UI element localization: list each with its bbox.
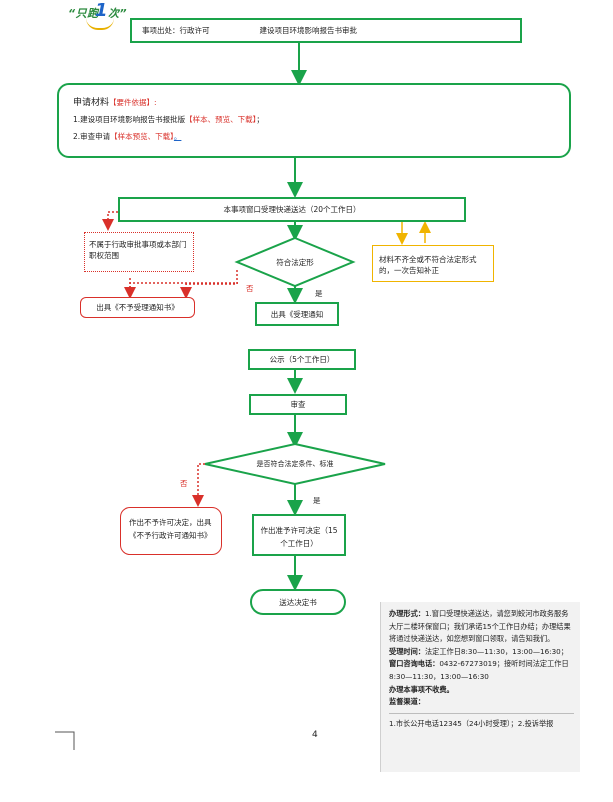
decision-diamond-1 (234, 236, 356, 288)
item-source-box: 事项出处：行政许可 建设项目环境影响报告书审批 (130, 18, 522, 43)
info-panel: 办理形式：1.窗口受理快递送达，请您到蛟河市政务服务大厅二楼环保窗口；我们承诺1… (380, 602, 580, 772)
material-incomplete-node: 材料不齐全或不符合法定形式的，一次告知补正 (372, 245, 494, 282)
handling-form: 办理形式：1.窗口受理快递送达，请您到蛟河市政务服务大厅二楼环保窗口；我们承诺1… (389, 609, 571, 644)
not-in-scope-node: 不属于行政审批事项或本部门职权范围 (84, 232, 194, 272)
logo-swoosh (86, 18, 114, 30)
not-accept-notice-node: 出具《不予受理通知书》 (80, 297, 195, 318)
material-links[interactable]: 【样本预览、下载】 (110, 132, 174, 141)
divider (389, 712, 574, 714)
fee-note: 办理本事项不收费。 (389, 684, 454, 694)
reject-node: 作出不予许可决定，出具《不予行政许可通知书》 (120, 507, 222, 555)
no-label-2: 否 (180, 479, 188, 488)
material-name: 建设项目环境影响报告书报批版 (80, 115, 186, 124)
materials-basis: 【要件依据】: (109, 98, 157, 107)
material-name: 审查申请 (80, 132, 111, 141)
publicity-node: 公示（5个工作日） (248, 349, 356, 370)
materials-heading: 申请材料【要件依据】: (73, 95, 555, 108)
approve-node: 作出准予许可决定（15个工作日） (252, 514, 346, 556)
material-links[interactable]: 【样本、预览、下载】 (185, 115, 257, 124)
materials-box: 申请材料【要件依据】: 1.建设项目环境影响报告书报批版【样本、预览、下载】； … (57, 83, 571, 158)
material-item-2: 2.审查申请【样本预览、下载】。 (73, 132, 182, 141)
supervision-label: 监督渠道： (389, 697, 425, 707)
decision-legal-label: 符合法定形 (276, 257, 314, 267)
consult-phone: 窗口咨询电话：0432-67273019；接听时间法定工作日8:30—11:30… (389, 659, 569, 681)
page-number: 4 (312, 730, 318, 740)
yes-label-1: 是 (315, 289, 323, 298)
end-node: 送达决定书 (250, 589, 346, 615)
yes-label-2: 是 (313, 496, 321, 505)
decision-conditions-label: 是否符合法定条件、标准 (256, 459, 334, 468)
accept-notice-node: 出具《受理通知 (255, 302, 339, 326)
materials-title: 申请材料 (73, 98, 110, 108)
logo-one-glyph: 1 (95, 0, 108, 21)
logo-suffix: 次” (108, 7, 128, 20)
material-item-1: 1.建设项目环境影响报告书报批版【样本、预览、下载】； (73, 115, 264, 124)
logo-text: “只跑 (68, 7, 99, 20)
review-node: 审查 (249, 394, 347, 415)
item-source-label: 事项出处：行政许可 (142, 26, 210, 35)
supervision-channels: 1.市长公开电话12345（24小时受理）；2.投诉举报 (389, 718, 554, 728)
decision-diamond-2 (204, 442, 386, 486)
acceptance-time: 受理时间：法定工作日8:30—11:30，13:00—16:30； (389, 646, 568, 656)
item-source-name: 建设项目环境影响报告书审批 (259, 26, 358, 35)
accept-node: 本事项窗口受理快递送达（20个工作日） (118, 197, 466, 222)
no-label-1: 否 (246, 284, 254, 293)
only-run-once-logo: “只跑 1 次” (62, 0, 132, 30)
